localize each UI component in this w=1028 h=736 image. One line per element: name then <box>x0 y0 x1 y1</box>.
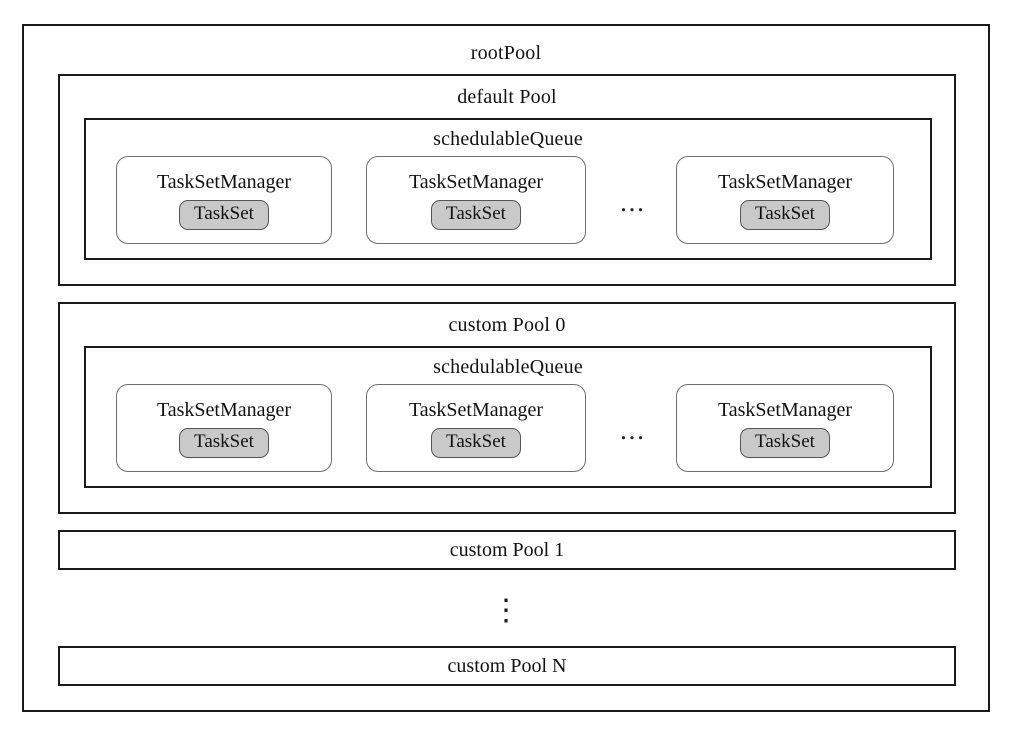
default-pool-title: default Pool <box>457 86 557 108</box>
managers-horizontal-ellipsis: ... <box>620 188 646 217</box>
root-pool-box: rootPool default Pool schedulableQueue T… <box>22 24 990 712</box>
task-set-manager-card[interactable]: TaskSetManager TaskSet <box>366 384 586 472</box>
default-pool-queue-title: schedulableQueue <box>433 128 583 150</box>
custom-pool-n-label: custom Pool N <box>447 655 567 677</box>
default-pool-box: default Pool schedulableQueue TaskSetMan… <box>58 74 956 286</box>
task-set-manager-card[interactable]: TaskSetManager TaskSet <box>676 156 894 244</box>
custom-pool-0-queue-title: schedulableQueue <box>433 356 583 378</box>
custom-pool-1-label: custom Pool 1 <box>449 539 565 561</box>
task-set-manager-card[interactable]: TaskSetManager TaskSet <box>116 156 332 244</box>
root-pool-title: rootPool <box>470 42 542 64</box>
custom-pool-0-title: custom Pool 0 <box>448 314 566 336</box>
task-set-pill[interactable]: TaskSet <box>179 200 269 230</box>
task-set-pill[interactable]: TaskSet <box>431 428 521 458</box>
custom-pool-0-box: custom Pool 0 schedulableQueue TaskSetMa… <box>58 302 956 514</box>
default-pool-schedulable-queue-box: schedulableQueue TaskSetManager TaskSet … <box>84 118 932 260</box>
task-set-manager-label: TaskSetManager <box>717 399 853 421</box>
task-set-pill[interactable]: TaskSet <box>740 428 830 458</box>
task-set-manager-card[interactable]: TaskSetManager TaskSet <box>366 156 586 244</box>
task-set-manager-label: TaskSetManager <box>717 171 853 193</box>
custom-pool-0-schedulable-queue-box: schedulableQueue TaskSetManager TaskSet … <box>84 346 932 488</box>
task-set-pill[interactable]: TaskSet <box>740 200 830 230</box>
task-set-manager-label: TaskSetManager <box>408 399 544 421</box>
task-set-manager-label: TaskSetManager <box>408 171 544 193</box>
custom-pool-1-box[interactable]: custom Pool 1 <box>58 530 956 570</box>
managers-horizontal-ellipsis: ... <box>620 416 646 445</box>
task-set-manager-label: TaskSetManager <box>156 171 292 193</box>
task-set-pill[interactable]: TaskSet <box>431 200 521 230</box>
task-set-manager-card[interactable]: TaskSetManager TaskSet <box>676 384 894 472</box>
task-set-manager-label: TaskSetManager <box>156 399 292 421</box>
custom-pool-n-box[interactable]: custom Pool N <box>58 646 956 686</box>
pools-vertical-ellipsis: ⋮ <box>491 594 521 627</box>
task-set-manager-card[interactable]: TaskSetManager TaskSet <box>116 384 332 472</box>
task-set-pill[interactable]: TaskSet <box>179 428 269 458</box>
